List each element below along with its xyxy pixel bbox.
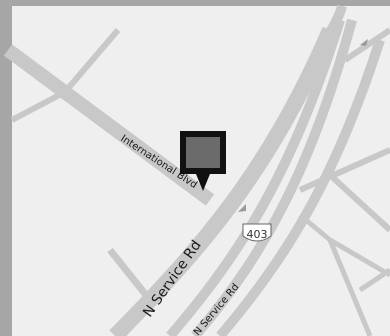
road-n-service-rd-east: [216, 38, 385, 336]
direction-arrows: [238, 39, 368, 212]
road-ramp-north: [320, 4, 347, 43]
road-local-east-5: [327, 239, 373, 336]
map-pin-icon[interactable]: [180, 131, 226, 191]
road-local-west-2: [63, 90, 112, 132]
arrow-icon: [360, 39, 368, 46]
shield-route-number: 403: [247, 228, 268, 241]
road-ramp-ne: [343, 27, 390, 63]
road-network: [3, 4, 390, 336]
highway-403-east: [191, 18, 357, 336]
road-local-east-2: [327, 172, 390, 233]
highway-shield-403: 403: [242, 223, 272, 242]
road-local-east-1: [298, 147, 390, 193]
road-local-south: [107, 247, 153, 303]
road-international-blvd: [3, 44, 215, 206]
arrow-icon: [238, 204, 246, 212]
road-local-east-4: [358, 267, 390, 293]
road-n-service-rd: [109, 26, 338, 336]
highway-403-west: [166, 18, 345, 336]
